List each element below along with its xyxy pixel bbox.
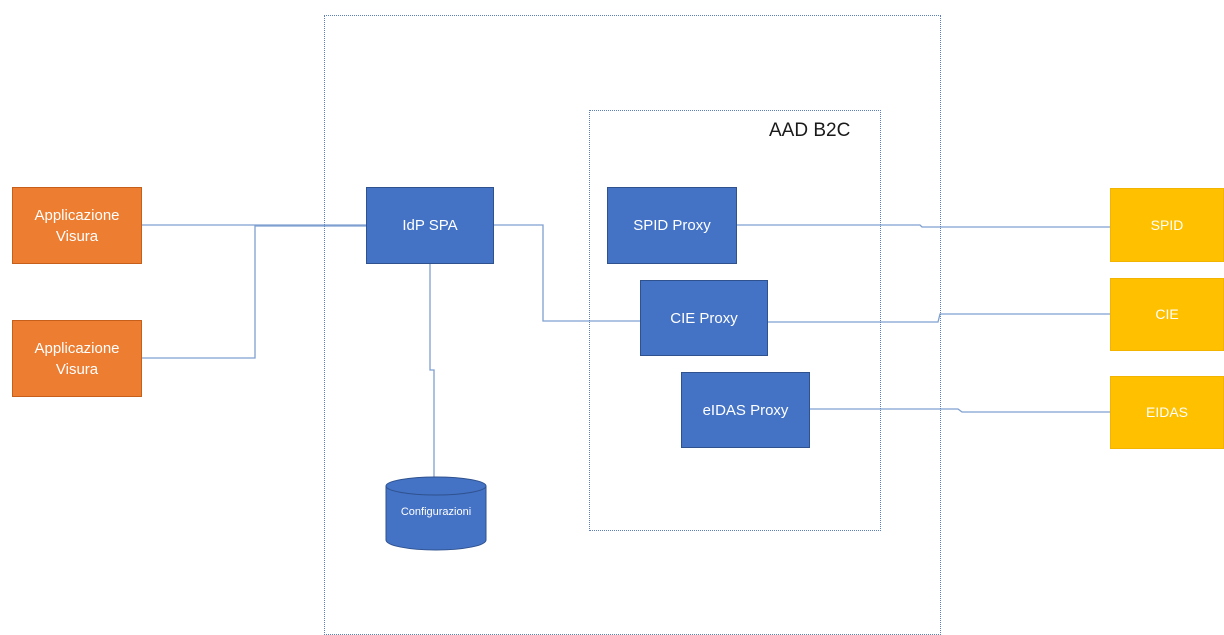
provider-eidas-label: EIDAS: [1145, 404, 1188, 420]
database-cylinder-icon: [385, 476, 487, 551]
cie-proxy-label: CIE Proxy: [670, 309, 738, 327]
spid-proxy-box[interactable]: SPID Proxy: [607, 187, 737, 264]
provider-eidas[interactable]: EIDAS: [1110, 376, 1224, 449]
client-app-1[interactable]: Applicazione Visura: [12, 187, 142, 264]
architecture-diagram: AAD B2C Applicazione Visura Applicazione…: [12, 15, 1224, 635]
idp-spa-label: IdP SPA: [402, 217, 458, 234]
configurazioni-database[interactable]: Configurazioni: [385, 476, 487, 552]
aad-b2c-title: AAD B2C: [769, 120, 851, 141]
configurazioni-label: Configurazioni: [400, 506, 472, 518]
client-app-2-label: Applicazione Visura: [34, 339, 120, 378]
eidas-proxy-box[interactable]: eIDAS Proxy: [681, 372, 810, 448]
cie-proxy-box[interactable]: CIE Proxy: [640, 280, 768, 356]
spid-proxy-label: SPID Proxy: [633, 217, 711, 234]
provider-spid-label: SPID: [1150, 216, 1184, 233]
eidas-proxy-label: eIDAS Proxy: [702, 401, 789, 419]
idp-spa-box[interactable]: IdP SPA: [366, 187, 494, 264]
client-app-2[interactable]: Applicazione Visura: [12, 320, 142, 397]
provider-cie[interactable]: CIE: [1110, 278, 1224, 351]
aad-b2c-boundary: [589, 110, 881, 531]
client-app-1-label: Applicazione Visura: [34, 206, 120, 245]
provider-cie-label: CIE: [1155, 306, 1179, 322]
provider-spid[interactable]: SPID: [1110, 188, 1224, 262]
